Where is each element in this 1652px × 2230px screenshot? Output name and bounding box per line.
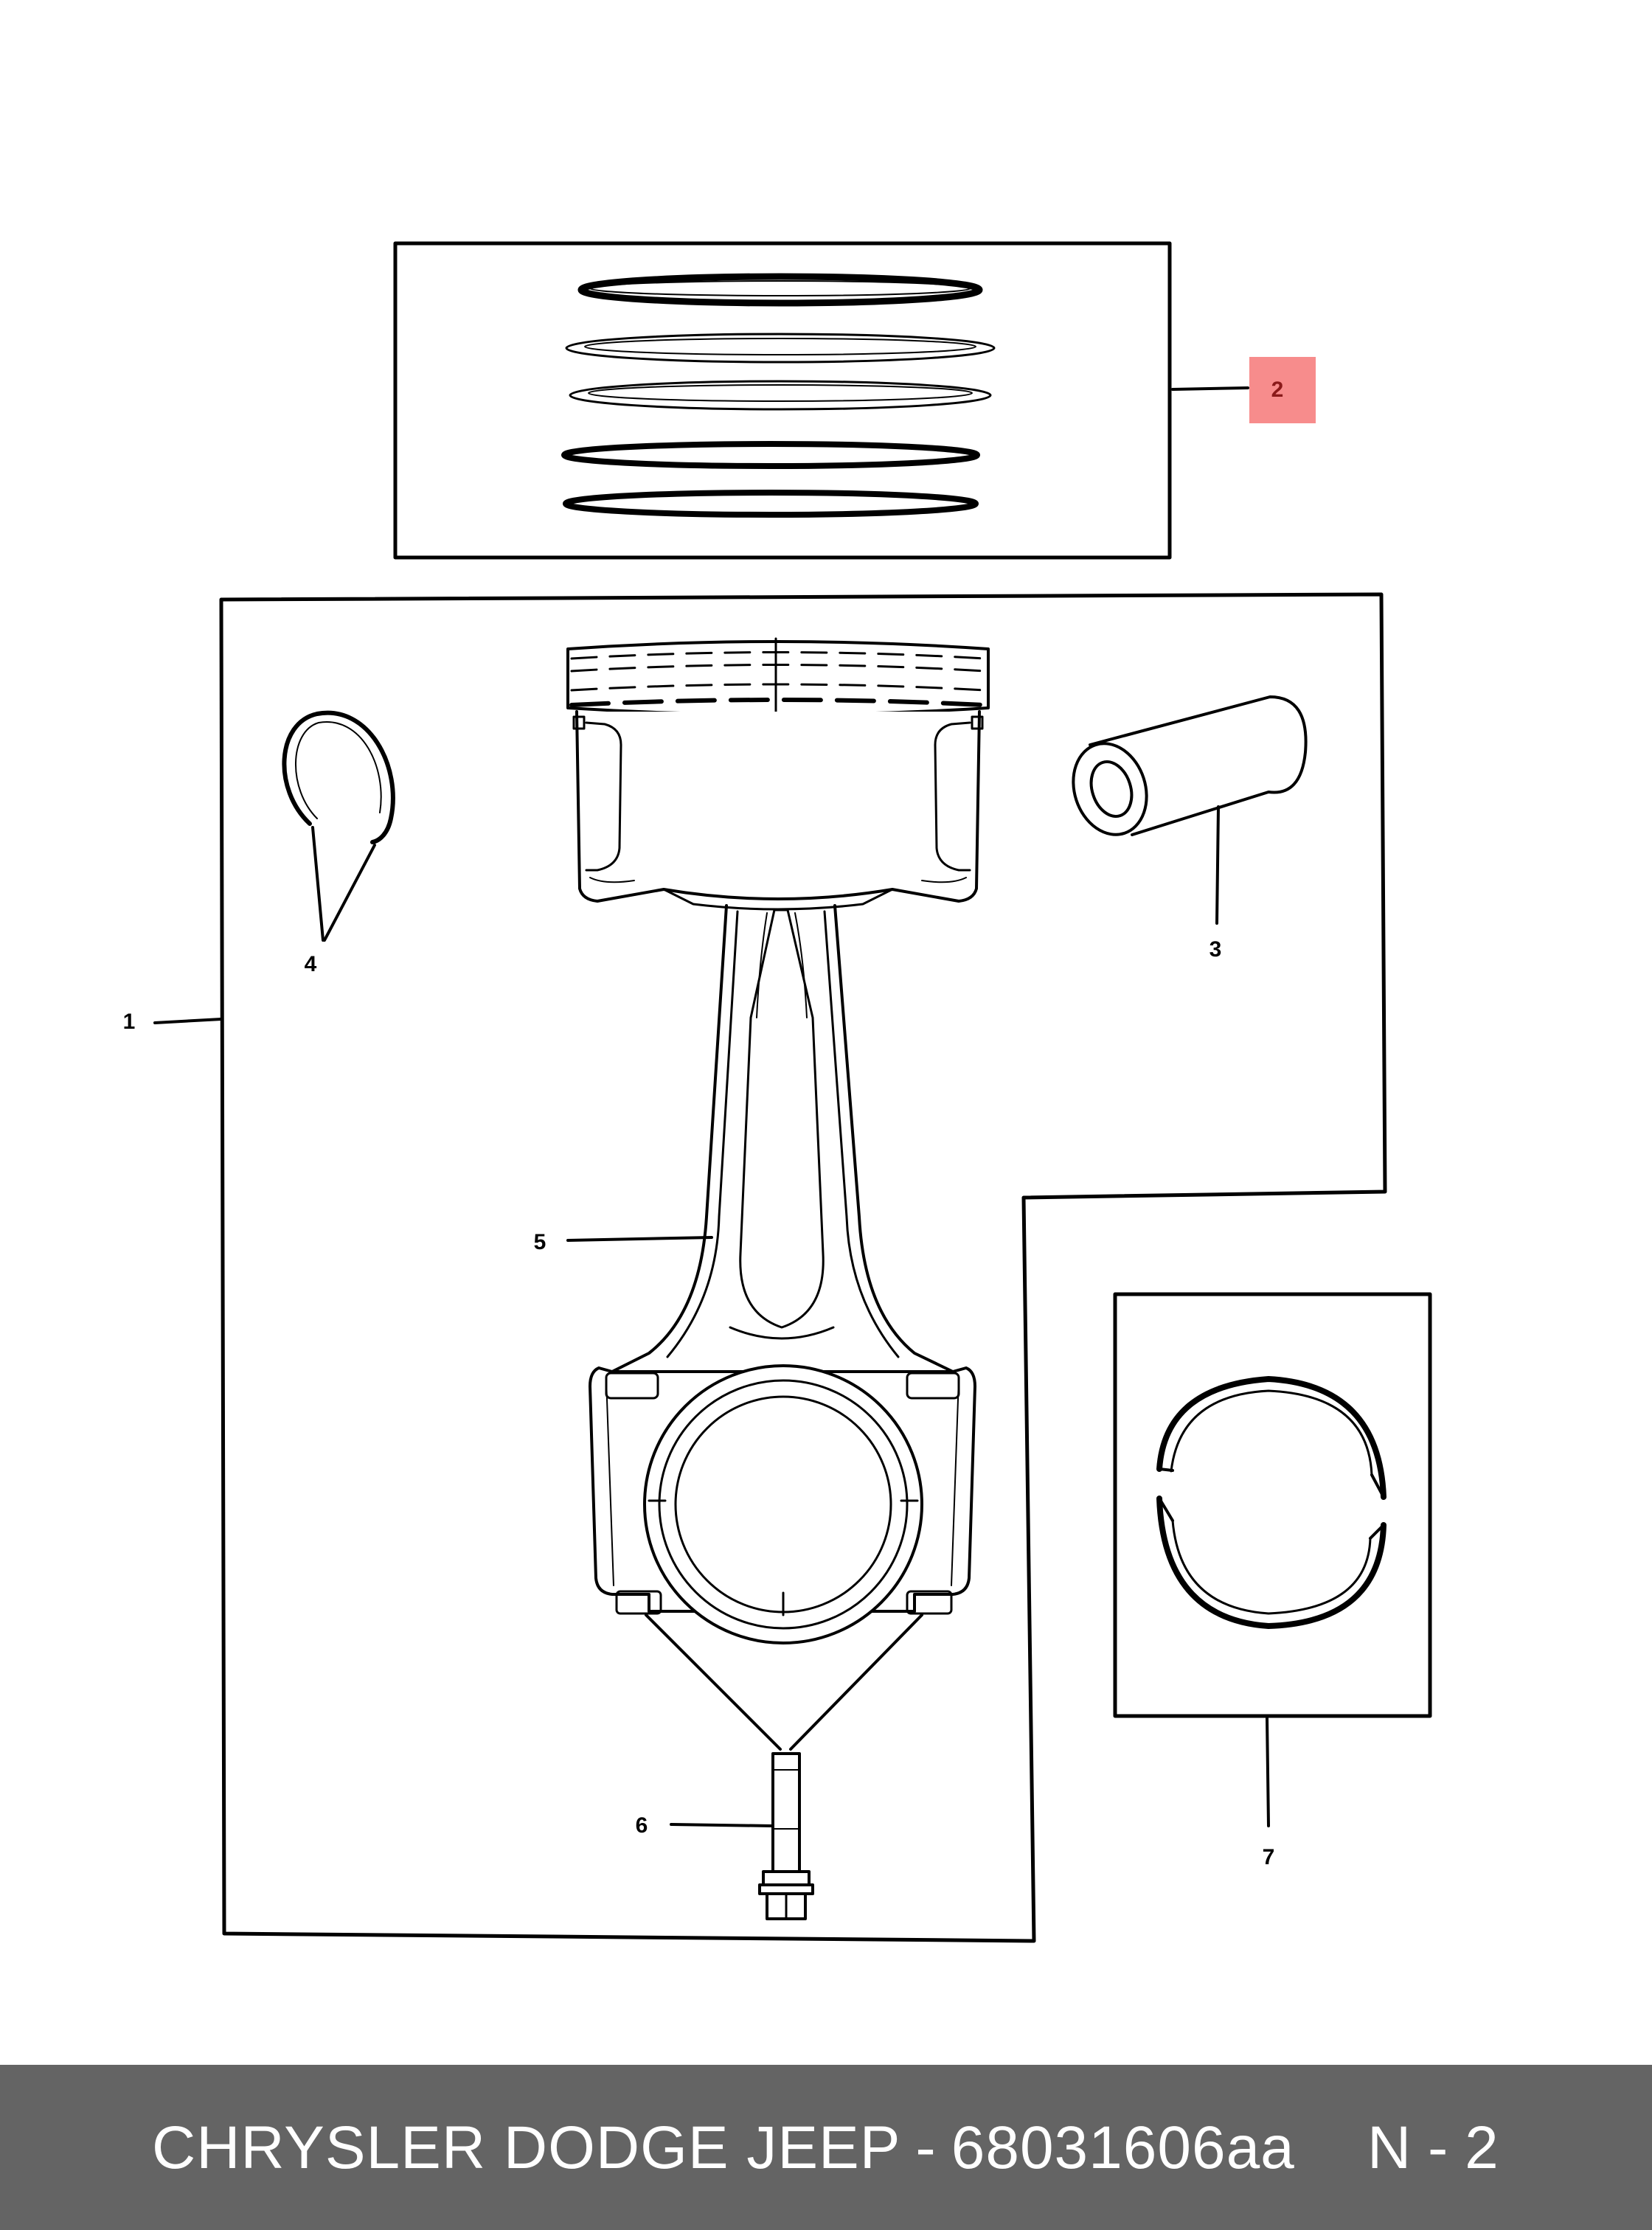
callout-7[interactable]: 7 (1263, 1845, 1275, 1869)
footer-separator: - (915, 2114, 937, 2181)
callout-2[interactable]: 2 (1271, 378, 1284, 402)
footer-part-number: 68031606aa (951, 2114, 1295, 2181)
piston (566, 637, 990, 911)
ring-set-box (393, 241, 1172, 560)
callout-1[interactable]: 1 (123, 1010, 136, 1034)
bearing-box (1113, 1292, 1432, 1718)
connecting-rod (589, 904, 976, 1644)
rod-bearing-shells (1156, 1376, 1386, 1629)
footer-page-ref: N - 2 (1367, 2114, 1499, 2181)
piston-pin (1072, 695, 1308, 836)
callout-3[interactable]: 3 (1210, 937, 1222, 962)
footer-title: CHRYSLER DODGE JEEP-68031606aa (152, 2118, 1295, 2178)
rod-bolt (758, 1752, 814, 1920)
parts-diagram: 2 1 4 3 5 6 7 (123, 241, 1432, 1943)
callout-4[interactable]: 4 (305, 952, 317, 976)
piston-rod-assembly-box (219, 592, 1387, 1943)
piston-ring-set (561, 273, 996, 518)
callout-2-highlight (1249, 357, 1316, 423)
piston-pin-retainer (282, 710, 395, 844)
footer-brand: CHRYSLER DODGE JEEP (152, 2114, 901, 2181)
callout-6[interactable]: 6 (636, 1813, 648, 1838)
callout-5[interactable]: 5 (534, 1230, 546, 1254)
footer-bar: CHRYSLER DODGE JEEP-68031606aa N - 2 (0, 2065, 1652, 2230)
